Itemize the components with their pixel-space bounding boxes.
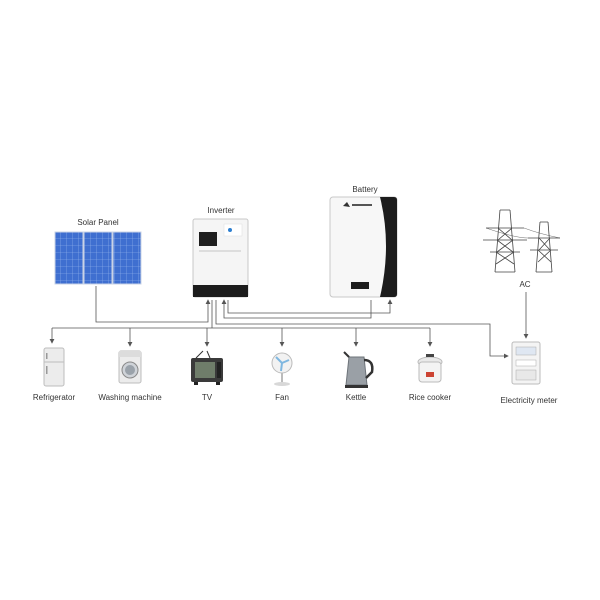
solar-to-inverter-line	[95, 286, 211, 323]
solar-panel-icon	[54, 231, 142, 285]
transmission-tower-icon	[483, 209, 561, 273]
appliance-label-refrigerator: Refrigerator	[32, 393, 76, 402]
appliance-label-kettle: Kettle	[345, 393, 367, 402]
kettle-icon	[343, 351, 374, 388]
fan-icon	[271, 352, 293, 386]
electricity-meter-icon	[511, 341, 541, 385]
washing-machine-icon	[118, 350, 142, 384]
solar-panel-label: Solar Panel	[77, 218, 119, 227]
tv-icon	[191, 350, 223, 385]
appliance-label-rice-cooker: Rice cooker	[408, 393, 452, 402]
connection-lines	[49, 286, 529, 359]
inverter-to-meter-line	[215, 300, 509, 359]
ac-label: AC	[519, 280, 531, 289]
appliance-label-fan: Fan	[275, 393, 289, 402]
battery-label: Battery	[352, 185, 378, 194]
refrigerator-icon	[43, 347, 65, 387]
inverter-icon	[192, 218, 249, 298]
inverter-to-battery-line	[227, 299, 393, 314]
battery-to-inverter-line	[221, 299, 372, 319]
inverter-label: Inverter	[207, 206, 235, 215]
rice-cooker-icon	[417, 354, 443, 383]
electricity-meter-label: Electricity meter	[500, 396, 558, 405]
appliance-label-washing-machine: Washing machine	[98, 393, 162, 402]
appliance-label-tv: TV	[201, 393, 213, 402]
battery-icon	[329, 196, 398, 298]
